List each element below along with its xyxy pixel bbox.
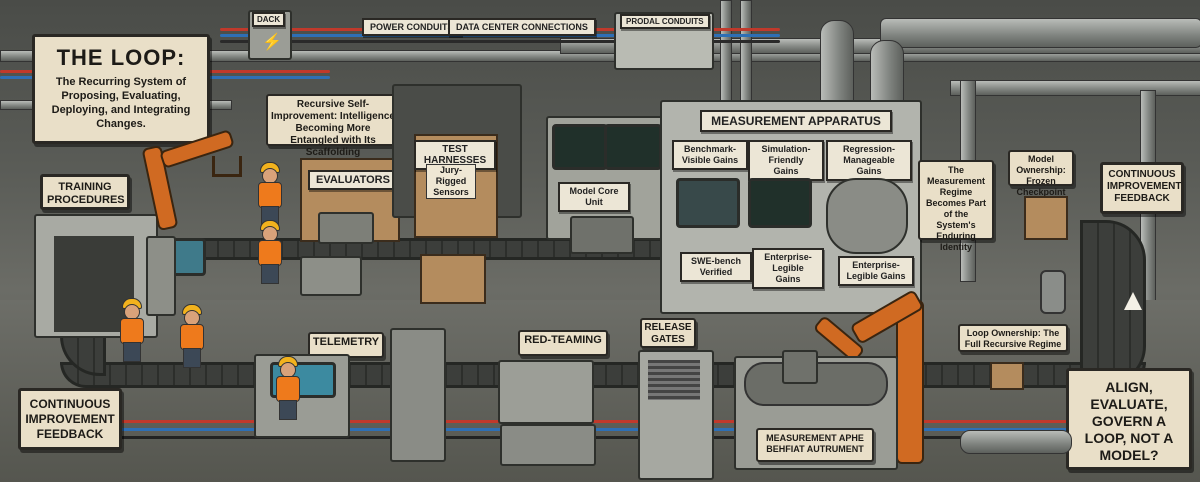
title-subtitle: The Recurring System of Proposing, Evalu… xyxy=(51,76,191,130)
loop-ownership-sign: Loop Ownership: The Full Recursive Regim… xyxy=(958,324,1068,352)
red-teaming-device xyxy=(498,360,594,424)
prodal-conduits-label: PRODAL CONDUITS xyxy=(620,14,710,29)
crate xyxy=(420,254,486,304)
release-gates-sign: RELEASE GATES xyxy=(640,318,696,348)
chart-screen xyxy=(748,178,812,228)
training-procedures-sign: TRAINING PROCEDURES xyxy=(40,174,130,210)
benchmark-visible-gains: Benchmark-Visible Gains xyxy=(672,140,748,170)
telemetry-sign: TELEMETRY xyxy=(308,332,384,358)
evaluator-console xyxy=(300,256,362,296)
cable xyxy=(220,40,780,43)
wall-pipe xyxy=(950,80,1200,96)
red-teaming-console xyxy=(500,424,596,466)
model-core-unit-label: Model Core Unit xyxy=(558,182,630,212)
dack-label: DACK xyxy=(252,12,286,27)
jury-rigged-sensors-label: Jury-Rigged Sensors xyxy=(426,164,476,199)
worker xyxy=(256,218,282,284)
arrow-up-icon xyxy=(1124,292,1142,310)
swe-bench-verified: SWE-bench Verified xyxy=(680,252,752,282)
worker xyxy=(178,302,204,368)
simulation-friendly-gains: Simulation-Friendly Gains xyxy=(748,140,824,181)
robot-gripper xyxy=(212,156,242,177)
enterprise-legible-gains-1: Enterprise-Legible Gains xyxy=(752,248,824,289)
red-teaming-sign: RED-TEAMING xyxy=(518,330,608,356)
wall-pipe xyxy=(720,0,732,102)
continuous-feedback-sign-bottom: CONTINUOUS IMPROVEMENT FEEDBACK xyxy=(18,388,122,450)
power-conduits-label: POWER CONDUITS xyxy=(362,18,462,36)
monitor-chart-1 xyxy=(552,124,608,170)
payload-box xyxy=(782,350,818,384)
model-core-device xyxy=(570,216,634,254)
evaluators-label: EVALUATORS xyxy=(308,170,396,190)
wall-pipe xyxy=(740,0,752,102)
large-pipe xyxy=(820,20,854,112)
measurement-apparatus-label: MEASUREMENT APPARATUS xyxy=(700,110,892,132)
gauge-screen xyxy=(676,178,740,228)
scanner-arch xyxy=(390,328,446,462)
control-cabinet xyxy=(146,236,176,316)
worker xyxy=(256,160,282,226)
floor-pipe xyxy=(960,430,1072,454)
crate xyxy=(990,362,1024,390)
worker xyxy=(118,296,144,362)
gate-shutter xyxy=(648,360,700,400)
frozen-checkpoint-crate xyxy=(1024,196,1068,240)
model-ownership-sign: Model Ownership: Frozen Checkpoint xyxy=(1008,150,1074,197)
evaluator-device xyxy=(318,212,374,244)
regression-basin xyxy=(826,178,908,254)
measurement-aphe-sign: MEASUREMENT APHE BEHFIAT AUTRUMENT xyxy=(756,428,874,462)
continuous-feedback-sign-top: CONTINUOUS IMPROVEMENT FEEDBACK xyxy=(1100,162,1184,214)
data-center-connections-label: DATA CENTER CONNECTIONS xyxy=(448,18,596,36)
title-heading: THE LOOP: xyxy=(56,45,186,70)
large-pipe xyxy=(880,18,1200,48)
gas-tank xyxy=(1040,270,1066,314)
regression-manageable-gains: Regression-Manageable Gains xyxy=(826,140,912,181)
worker xyxy=(274,354,300,420)
measurement-regime-sign: The Measurement Regime Becomes Part of t… xyxy=(918,160,994,252)
training-gate-opening xyxy=(54,236,134,332)
enterprise-legible-gains-2: Enterprise-Legible Gains xyxy=(838,256,914,286)
lightning-icon: ⚡ xyxy=(262,34,282,51)
lower-conveyor xyxy=(60,362,1146,388)
title-sign: THE LOOP: The Recurring System of Propos… xyxy=(32,34,210,144)
monitor-chart-2 xyxy=(604,124,662,170)
robot-arm-right xyxy=(896,300,924,464)
align-evaluate-govern-sign: ALIGN, EVALUATE, GOVERN A LOOP, NOT A MO… xyxy=(1066,368,1192,470)
recursive-self-improvement-sign: Recursive Self-Improvement: Intelligence… xyxy=(266,94,400,158)
